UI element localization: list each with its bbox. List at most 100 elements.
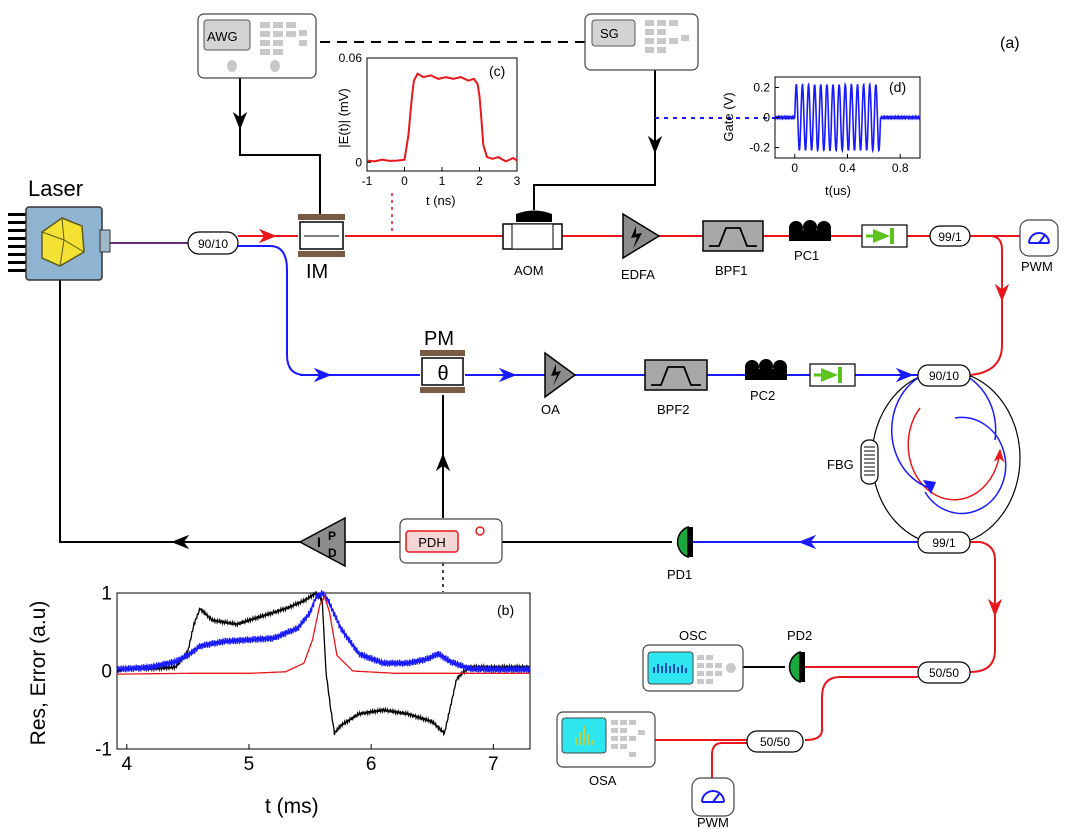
- pm-theta-symbol: θ: [437, 363, 448, 385]
- edfa-amplifier: [622, 212, 661, 260]
- chart-b-panel-label: (b): [497, 602, 514, 618]
- coupler-99-1-ring-label: 99/1: [932, 536, 956, 550]
- pm-label: PM: [424, 328, 454, 350]
- chart-c-xtick-label-0: -1: [362, 174, 373, 188]
- im-label: IM: [306, 261, 328, 283]
- chart-d-xtick-label-2: 0.8: [892, 161, 909, 175]
- chart-d-series-line: [774, 81, 921, 154]
- intensity-modulator: [298, 214, 345, 257]
- coupler-50-50-b: [746, 730, 804, 753]
- pc1-label: PC1: [794, 248, 819, 263]
- chart-b-xlabel: t (ms): [265, 795, 319, 818]
- blue-optical-path: [238, 245, 918, 550]
- isolator-2: [809, 363, 856, 387]
- bpf2-label: BPF2: [657, 402, 690, 417]
- chart-b-series: [116, 590, 531, 737]
- sg-instrument: [584, 13, 699, 71]
- chart-b: 4 5 6 7 1 0 -1 (b) t (ms) Res, Error (a.u): [27, 584, 531, 818]
- oa-label: OA: [541, 402, 560, 417]
- polarization-controller-2: [745, 359, 787, 380]
- coupler-50-50-a: [917, 661, 971, 684]
- pwm-top-label: PWM: [1021, 259, 1053, 274]
- osc-label: OSC: [679, 628, 707, 643]
- pc2-label: PC2: [750, 388, 775, 403]
- chart-b-xtick-label-2: 6: [366, 754, 377, 775]
- chart-d-xlabel: t(us): [825, 183, 851, 198]
- ring-resonator: [871, 369, 1021, 546]
- chart-b-ytick-label-0: 1: [101, 584, 112, 605]
- awg-label: AWG: [207, 29, 238, 44]
- optical-spectrum-analyzer: [556, 711, 656, 768]
- chart-b-ytick-label-1: 0: [101, 662, 112, 683]
- chart-c-xtick-label-1: 0: [401, 174, 408, 188]
- awg-instrument: [197, 13, 317, 79]
- figure-label: (a): [1000, 35, 1020, 52]
- chart-d-panel-label: (d): [889, 79, 906, 95]
- polarization-controller-1: [789, 220, 831, 241]
- chart-b-xtick-label-0: 4: [121, 754, 132, 775]
- photodetector-2: [788, 650, 805, 684]
- chart-d-ytick-label-0: 0.2: [753, 81, 770, 95]
- chart-d: 0 0.4 0.8 0.2 0 -0.2 (d) t(us) Gate (V): [721, 76, 921, 198]
- chart-c-series: [366, 72, 518, 163]
- chart-c-xtick-label-2: 1: [439, 174, 446, 188]
- sg-label: SG: [600, 26, 619, 41]
- photodetector-1: [676, 525, 693, 559]
- chart-c-xtick-label-3: 2: [476, 174, 483, 188]
- pwm-bottom-label: PWM: [697, 815, 729, 829]
- pd1-label: PD1: [667, 567, 692, 582]
- pid-i-letter: I: [317, 534, 321, 550]
- bandpass-filter-2: [644, 359, 708, 391]
- optical-amplifier: [544, 351, 577, 399]
- pid-d-letter: D: [328, 546, 337, 560]
- fiber-bragg-grating: [860, 439, 879, 485]
- chart-c-series-line-0: [366, 72, 518, 163]
- chart-b-series-line-2: [117, 595, 530, 675]
- oscilloscope: [642, 644, 744, 692]
- coupler-90-10-ring: [917, 364, 971, 387]
- chart-b-xtick-label-1: 5: [244, 754, 255, 775]
- coupler-90-10-input-label: 90/10: [198, 237, 228, 251]
- chart-c-xlabel: t (ns): [426, 193, 456, 208]
- chart-b-ticks: 4 5 6 7 1 0 -1: [95, 584, 499, 775]
- coupler-99-1-top: [929, 225, 971, 247]
- chart-c-ylabel: |E(t)| (mV): [336, 88, 351, 147]
- fbg-label: FBG: [827, 457, 854, 472]
- coupler-50-50-b-label: 50/50: [760, 735, 790, 749]
- pid-p-letter: P: [328, 529, 336, 543]
- bpf1-label: BPF1: [715, 263, 748, 278]
- isolator-1: [861, 224, 908, 248]
- laser-label: Laser: [28, 176, 83, 201]
- bandpass-filter-1: [702, 220, 764, 252]
- chart-b-ytick-label-2: -1: [95, 740, 112, 761]
- chart-d-xtick-label-1: 0.4: [839, 161, 856, 175]
- chart-c-ytick-label-0: 0: [355, 156, 362, 170]
- power-meter-bottom: [691, 777, 735, 817]
- aom: [502, 210, 563, 250]
- chart-c-ytick-label-1: 0.06: [339, 51, 363, 65]
- coupler-99-1-ring: [917, 531, 971, 554]
- chart-d-xtick-label-0: 0: [791, 161, 798, 175]
- phase-modulator: [420, 350, 465, 393]
- pd2-label: PD2: [787, 628, 812, 643]
- chart-b-xtick-label-3: 7: [488, 754, 499, 775]
- chart-d-series: [774, 81, 921, 154]
- chart-d-ytick-label-2: -0.2: [749, 141, 770, 155]
- chart-d-ticks: 0 0.4 0.8 0.2 0 -0.2: [749, 81, 909, 175]
- coupler-90-10-ring-label: 90/10: [929, 369, 959, 383]
- pdh-label: PDH: [418, 535, 445, 550]
- chart-b-series-line-1: [116, 590, 531, 675]
- pdh-module: [399, 518, 503, 564]
- chart-d-ytick-label-1: 0: [763, 111, 770, 125]
- edfa-label: EDFA: [621, 267, 655, 282]
- chart-d-ylabel: Gate (V): [721, 92, 736, 141]
- coupler-50-50-a-label: 50/50: [929, 666, 959, 680]
- laser: [8, 206, 111, 281]
- aom-label: AOM: [514, 263, 544, 278]
- chart-b-ylabel: Res, Error (a.u): [27, 601, 50, 746]
- pid-controller: [298, 516, 346, 568]
- power-meter-top: [1019, 219, 1059, 257]
